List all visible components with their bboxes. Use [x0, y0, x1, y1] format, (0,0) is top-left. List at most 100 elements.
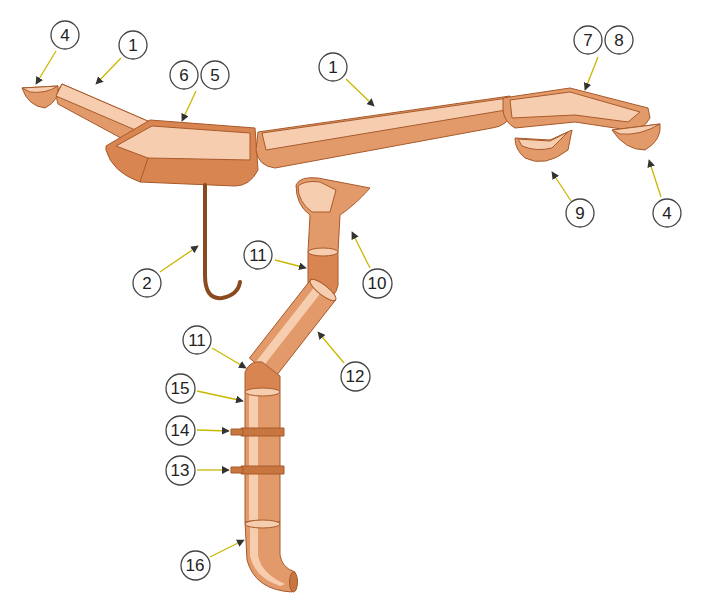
- gutter-inside: [262, 98, 508, 150]
- pipe-joint: [245, 388, 280, 396]
- callout-circle: 15: [165, 373, 196, 404]
- gutter-outlet-inside: [518, 132, 568, 150]
- end-cap: [22, 86, 58, 108]
- drain-funnel-face: [298, 182, 336, 213]
- callout-number: 2: [132, 275, 162, 292]
- pipe-highlight: [249, 394, 258, 520]
- outlet-mouth: [290, 572, 298, 592]
- callout-circle-shape: [181, 551, 210, 580]
- callout-circle: 9: [565, 198, 595, 228]
- callout-circle-shape: [166, 456, 195, 485]
- gutter-corner: [106, 120, 258, 186]
- clamp-tab: [231, 429, 243, 435]
- pipe-elbow: [245, 362, 280, 392]
- callout-circle-shape: [51, 21, 79, 49]
- leader-line: [346, 79, 374, 106]
- callout-circle: 14: [165, 415, 196, 446]
- callout-circle-shape: [566, 199, 594, 227]
- callout-number: 11: [243, 247, 273, 264]
- leader-line: [36, 51, 56, 84]
- callout-circle-shape: [166, 374, 195, 403]
- hook-bracket: [205, 185, 240, 298]
- callout-number: 10: [362, 275, 393, 292]
- callout-circle: 4: [50, 20, 80, 50]
- callout-circle-shape: [605, 26, 633, 54]
- callout-circle: 6: [169, 60, 199, 90]
- callout-number: 9: [565, 205, 595, 222]
- callout-number: 11: [182, 332, 212, 349]
- callout-circle: 13: [165, 455, 196, 486]
- pipe-joint: [308, 248, 338, 256]
- callout-number: 1: [118, 37, 148, 54]
- callout-circle-shape: [341, 362, 370, 391]
- drain-pipe: [245, 392, 280, 522]
- callout-circle: 11: [243, 240, 273, 270]
- callout-number: 4: [50, 27, 80, 44]
- leader-line: [96, 58, 121, 84]
- callout-number: 14: [165, 422, 196, 439]
- pipe-clamp: [241, 428, 284, 436]
- callout-circle-shape: [653, 199, 681, 227]
- gutter-corner-inside: [510, 92, 640, 122]
- callout-number: 15: [165, 380, 196, 397]
- pipe-joint: [307, 276, 338, 304]
- corner-edge: [140, 158, 148, 182]
- callout-circle-shape: [170, 61, 198, 89]
- leader-line: [197, 391, 243, 401]
- callout-circle: 10: [362, 268, 393, 299]
- callout-circle: 1: [118, 30, 148, 60]
- end-cap-rim: [22, 86, 58, 92]
- leader-line: [197, 469, 229, 470]
- leader-line: [352, 232, 370, 268]
- gutter-section: [256, 96, 512, 168]
- callout-number: 12: [340, 368, 371, 385]
- drain-outlet: [245, 522, 295, 592]
- callout-circle-shape: [183, 326, 211, 354]
- callout-circle-shape: [133, 269, 161, 297]
- callout-circle-shape: [201, 61, 229, 89]
- leader-line: [552, 172, 571, 201]
- gutter-outlet: [515, 130, 572, 162]
- leader-line: [182, 91, 196, 121]
- end-cap-rim: [612, 124, 660, 134]
- gutter-corner-inside: [116, 126, 250, 160]
- end-cap: [612, 124, 660, 150]
- leader-line: [160, 246, 198, 272]
- callout-number: 1: [318, 59, 348, 76]
- callout-circle-shape: [119, 31, 147, 59]
- callout-number: 5: [200, 67, 230, 84]
- leader-line: [649, 160, 661, 197]
- callout-circle-shape: [574, 26, 602, 54]
- callout-circle-shape: [319, 53, 347, 81]
- callout-circle: 12: [340, 361, 371, 392]
- leader-line: [585, 57, 598, 90]
- callout-number: 7: [573, 32, 603, 49]
- leader-line: [212, 348, 246, 368]
- clamp-tab: [231, 467, 243, 473]
- gutter-corner: [503, 88, 650, 130]
- pipe-highlight: [255, 285, 323, 368]
- callout-number: 13: [165, 462, 196, 479]
- callout-number: 4: [652, 205, 682, 222]
- pipe-clamp: [241, 466, 284, 474]
- leader-line: [197, 430, 229, 431]
- callout-circle: 4: [652, 198, 682, 228]
- callout-circle: 2: [132, 268, 162, 298]
- callout-circle-shape: [363, 269, 392, 298]
- callout-circle: 11: [182, 325, 212, 355]
- drain-funnel: [296, 178, 370, 252]
- pipe-highlight: [250, 526, 285, 586]
- callout-circle-shape: [166, 416, 195, 445]
- leader-line: [210, 540, 244, 557]
- pipe-joint: [245, 520, 280, 528]
- callout-circle: 1: [318, 52, 348, 82]
- callout-number: 16: [180, 557, 211, 574]
- callout-number: 8: [604, 32, 634, 49]
- leader-line: [318, 332, 344, 363]
- callout-circle: 8: [604, 25, 634, 55]
- callout-circle-shape: [244, 241, 272, 269]
- leader-line: [275, 260, 306, 268]
